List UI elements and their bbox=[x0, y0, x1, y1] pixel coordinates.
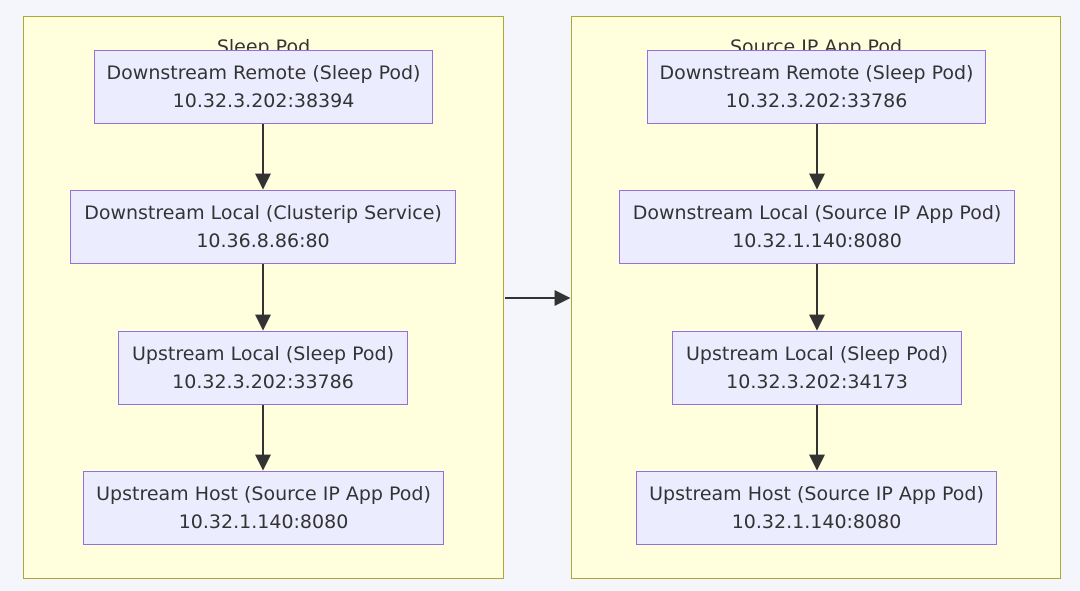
node-label: Upstream Host (Source IP App Pod) bbox=[649, 483, 984, 505]
node-address: 10.36.8.86:80 bbox=[196, 230, 330, 252]
node-downstream-remote: Downstream Remote (Sleep Pod) 10.32.3.20… bbox=[94, 50, 433, 124]
node-upstream-host: Upstream Host (Source IP App Pod) 10.32.… bbox=[636, 471, 997, 545]
node-address: 10.32.1.140:8080 bbox=[732, 230, 902, 252]
node-label: Downstream Local (Source IP App Pod) bbox=[632, 202, 1002, 224]
node-label: Upstream Host (Source IP App Pod) bbox=[96, 483, 431, 505]
node-address: 10.32.3.202:33786 bbox=[172, 371, 354, 393]
node-label: Downstream Remote (Sleep Pod) bbox=[659, 62, 974, 84]
node-address: 10.32.1.140:8080 bbox=[178, 511, 349, 533]
node-label: Upstream Local (Sleep Pod) bbox=[686, 343, 948, 365]
node-upstream-host: Upstream Host (Source IP App Pod) 10.32.… bbox=[83, 471, 444, 545]
node-downstream-remote: Downstream Remote (Sleep Pod) 10.32.3.20… bbox=[647, 50, 986, 124]
node-address: 10.32.3.202:34173 bbox=[726, 371, 908, 393]
node-address: 10.32.3.202:33786 bbox=[725, 90, 908, 112]
node-downstream-local: Downstream Local (Clusterip Service) 10.… bbox=[70, 190, 456, 264]
node-upstream-local: Upstream Local (Sleep Pod) 10.32.3.202:3… bbox=[118, 331, 408, 405]
node-label: Downstream Remote (Sleep Pod) bbox=[106, 62, 421, 84]
node-label: Upstream Local (Sleep Pod) bbox=[132, 343, 394, 365]
node-label: Downstream Local (Clusterip Service) bbox=[84, 202, 442, 224]
node-address: 10.32.1.140:8080 bbox=[731, 511, 902, 533]
node-downstream-local: Downstream Local (Source IP App Pod) 10.… bbox=[619, 190, 1015, 264]
node-upstream-local: Upstream Local (Sleep Pod) 10.32.3.202:3… bbox=[672, 331, 962, 405]
node-address: 10.32.3.202:38394 bbox=[172, 90, 355, 112]
